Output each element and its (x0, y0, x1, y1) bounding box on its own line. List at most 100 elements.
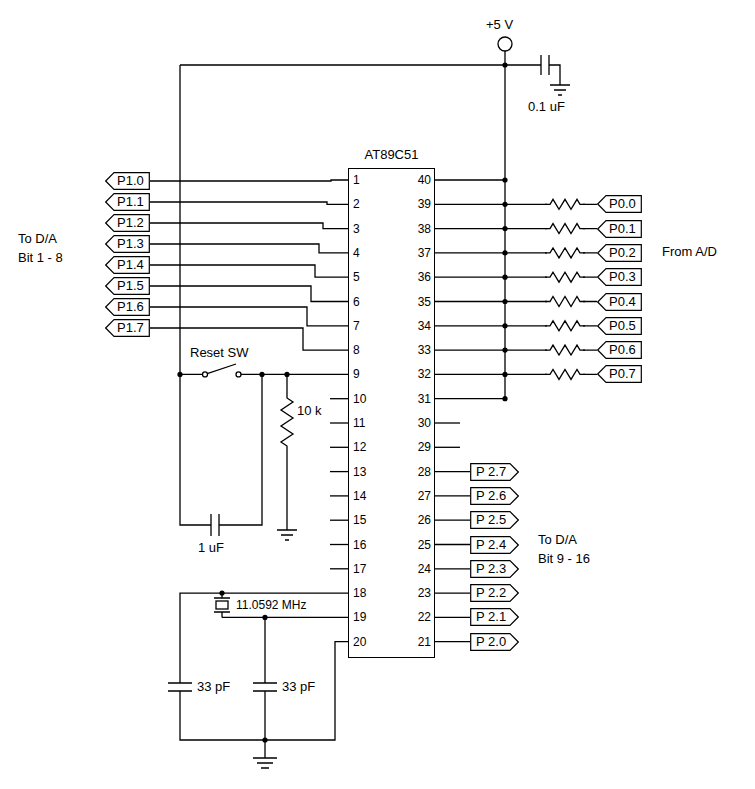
pin-number: 40 (418, 173, 431, 187)
port-name: P1.7 (105, 319, 150, 337)
pin-number: 11 (353, 416, 365, 430)
resistor-symbol (545, 270, 585, 284)
ground-symbol (550, 85, 570, 95)
pin-lead (330, 447, 348, 448)
tag-shape (598, 342, 642, 359)
supply-wire (180, 51, 541, 399)
port-tag: P 2.7 (470, 463, 519, 481)
port-name: P 2.6 (470, 487, 519, 505)
pin-lead (330, 398, 348, 399)
junction-dot (219, 591, 224, 596)
tag-shape (106, 278, 150, 295)
pin-number: 29 (418, 440, 431, 454)
port-tag: P1.5 (105, 277, 150, 295)
pin-number: 25 (418, 538, 431, 552)
bus-label: To D/A (18, 232, 57, 246)
resistor-symbol (545, 197, 585, 211)
chip-name: AT89C51 (349, 148, 434, 162)
signal-wire (435, 641, 470, 642)
signal-wire (435, 568, 470, 569)
pin-number: 1 (353, 173, 360, 187)
bus-label: Bit 9 - 16 (538, 552, 590, 566)
pin-number: 35 (418, 295, 431, 309)
pin-number: 32 (418, 367, 431, 381)
pin-number: 2 (353, 197, 360, 211)
wiring (168, 37, 570, 768)
pin-number: 33 (418, 343, 431, 357)
port-name: P0.7 (597, 365, 642, 383)
junction-dot (502, 177, 507, 182)
port-name: P1.4 (105, 256, 150, 274)
pin-number: 22 (418, 610, 431, 624)
pin-number: 24 (418, 562, 431, 576)
resistor-array (545, 197, 585, 381)
pin-number: 36 (418, 270, 431, 284)
junction-dot (262, 615, 267, 620)
signal-wire (435, 471, 470, 472)
resistor-zigzag (545, 272, 585, 282)
pin-lead (435, 447, 460, 448)
port-tag: P 2.0 (470, 633, 519, 651)
junction-dot (502, 372, 507, 377)
supply-terminal (498, 37, 512, 51)
pin-number: 39 (418, 197, 431, 211)
junction-dot (502, 62, 507, 67)
capacitor-value: 0.1 uF (528, 100, 565, 114)
oscillator-wire (180, 593, 348, 758)
port-name: P0.0 (597, 195, 642, 213)
pin-number: 20 (353, 635, 366, 649)
capacitor-value: 1 uF (198, 541, 224, 555)
ground-symbol (277, 530, 297, 540)
pin-lead (330, 422, 348, 423)
tag-shape (106, 173, 150, 190)
junction-dot (502, 275, 507, 280)
port-tag: P 2.3 (470, 560, 519, 578)
pin-number: 14 (353, 489, 366, 503)
resistor-zigzag (545, 369, 585, 379)
signal-wire (435, 544, 470, 545)
bus-label: To D/A (538, 533, 577, 547)
tag-shape (598, 317, 642, 334)
junction-dot (502, 250, 507, 255)
pin-number: 37 (418, 246, 431, 260)
signal-wire (435, 592, 470, 593)
switch-label: Reset SW (190, 346, 249, 360)
resistor-zigzag (545, 321, 585, 331)
reset-wire (180, 65, 262, 525)
pin-lead (330, 568, 348, 569)
tag-shape (598, 366, 642, 383)
port-name: P 2.7 (470, 463, 519, 481)
port-tag: P0.6 (597, 341, 642, 359)
tag-shape (598, 220, 642, 237)
tag-shape (598, 245, 642, 262)
pin-number: 30 (418, 416, 431, 430)
port-name: P 2.3 (470, 560, 519, 578)
ground-symbol (253, 758, 277, 768)
port-tag: P 2.6 (470, 487, 519, 505)
pin-lead (330, 544, 348, 545)
port-tag: P1.6 (105, 298, 150, 316)
tag-shape (106, 320, 150, 337)
tag-shape (106, 215, 150, 232)
port-name: P0.6 (597, 341, 642, 359)
port-name: P0.5 (597, 317, 642, 335)
resistor-symbol (545, 295, 585, 309)
microcontroller-chip: AT89C51 (348, 168, 435, 658)
junction-dot (502, 348, 507, 353)
port-name: P0.3 (597, 268, 642, 286)
port-tag: P0.4 (597, 293, 642, 311)
junction-dot (177, 372, 182, 377)
resistor-zigzag (545, 199, 585, 209)
junction-dot (502, 202, 507, 207)
pin-number: 19 (353, 610, 366, 624)
port-tag: P0.0 (597, 195, 642, 213)
signal-wire (435, 520, 470, 521)
tag-shape (106, 194, 150, 211)
pin-lead (330, 471, 348, 472)
port-name: P1.2 (105, 214, 150, 232)
port-tag: P1.7 (105, 319, 150, 337)
pin-number: 26 (418, 513, 431, 527)
port-tag: P1.1 (105, 193, 150, 211)
pin-number: 10 (353, 392, 366, 406)
pin-number: 15 (353, 513, 366, 527)
